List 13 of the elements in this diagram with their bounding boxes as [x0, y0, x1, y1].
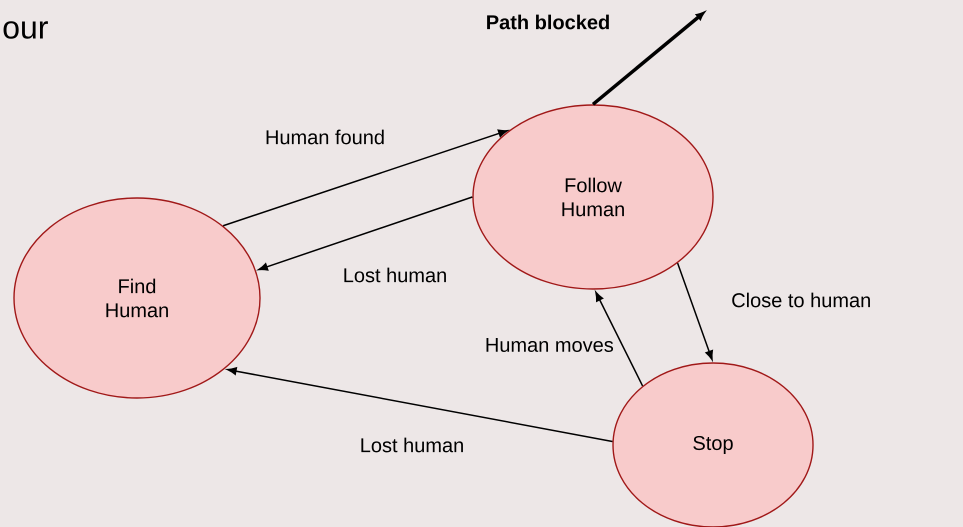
arrow [592, 12, 704, 106]
edge-label: Close to human [732, 292, 870, 308]
edge-label: Human found [266, 130, 384, 144]
arrow [676, 262, 713, 360]
arrow [222, 130, 508, 226]
arrow [595, 292, 644, 386]
edge-label: Path blocked [487, 14, 609, 30]
arrow [258, 196, 473, 271]
edge-label: Lost human [361, 438, 463, 452]
arrow [227, 367, 613, 442]
heading-text: our [4, 21, 48, 39]
edge-label: Human moves [486, 338, 614, 352]
edge-label: Lost human [344, 268, 446, 282]
